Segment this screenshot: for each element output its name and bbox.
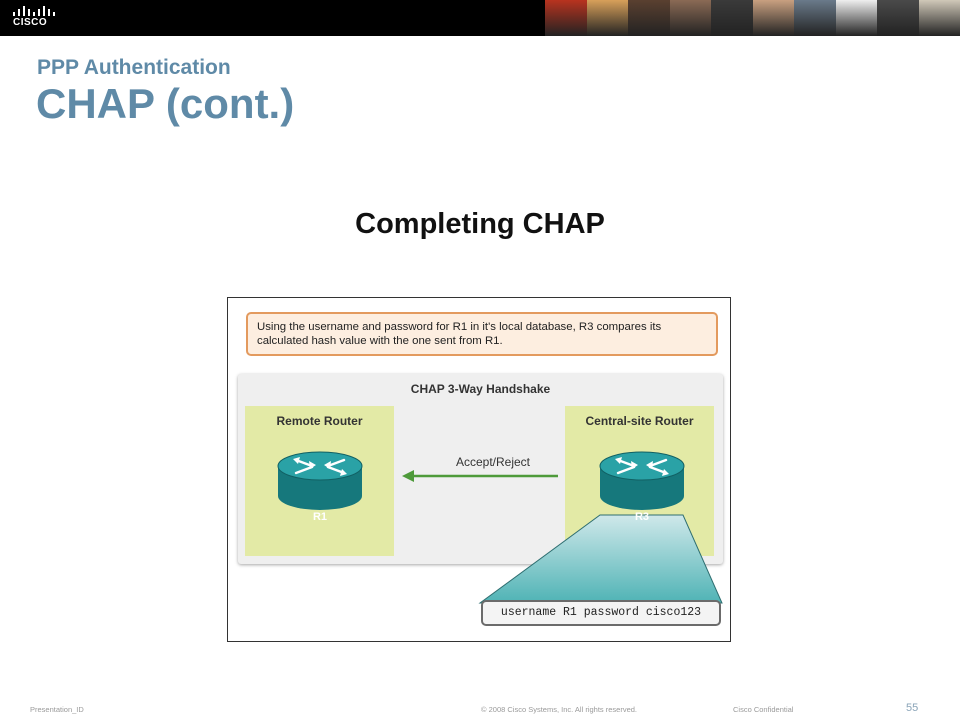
person-photo — [628, 0, 670, 36]
logo-text: CISCO — [13, 17, 48, 28]
slide-title: CHAP (cont.) — [36, 80, 295, 127]
zoom-callout — [478, 514, 723, 604]
slide-subtitle: PPP Authentication — [37, 56, 231, 79]
copyright: © 2008 Cisco Systems, Inc. All rights re… — [481, 705, 638, 714]
presentation-id: Presentation_ID — [30, 705, 84, 714]
person-photo — [586, 0, 628, 36]
person-photo — [918, 0, 960, 36]
config-command: username R1 password cisco123 — [481, 600, 721, 626]
person-photo — [794, 0, 836, 36]
accept-reject-label: Accept/Reject — [455, 455, 531, 469]
person-photo — [877, 0, 919, 36]
person-photo — [545, 0, 587, 36]
cisco-logo-icon — [13, 6, 55, 16]
person-photo — [835, 0, 877, 36]
diagram-overlay: R1 R3 — [277, 451, 723, 604]
accept-reject-arrow — [402, 470, 558, 482]
person-photo — [711, 0, 753, 36]
section-heading: Completing CHAP — [355, 208, 605, 240]
header-banner: CISCO — [0, 0, 960, 36]
router-r3-name: R3 — [635, 511, 649, 523]
person-photo — [669, 0, 711, 36]
central-router-label: Central-site Router — [585, 414, 694, 428]
chap-figure: Using the username and password for R1 i… — [227, 297, 731, 642]
router-r1-icon — [277, 451, 363, 510]
router-r3-icon — [599, 451, 685, 510]
people-photo-strip — [545, 0, 960, 36]
router-r1-name: R1 — [313, 511, 327, 523]
explanation-note: Using the username and password for R1 i… — [246, 312, 718, 356]
page-number: 55 — [906, 702, 919, 714]
panel-title: CHAP 3-Way Handshake — [410, 382, 551, 396]
person-photo — [752, 0, 794, 36]
remote-router-label: Remote Router — [276, 414, 363, 428]
confidential-label: Cisco Confidential — [733, 705, 794, 714]
